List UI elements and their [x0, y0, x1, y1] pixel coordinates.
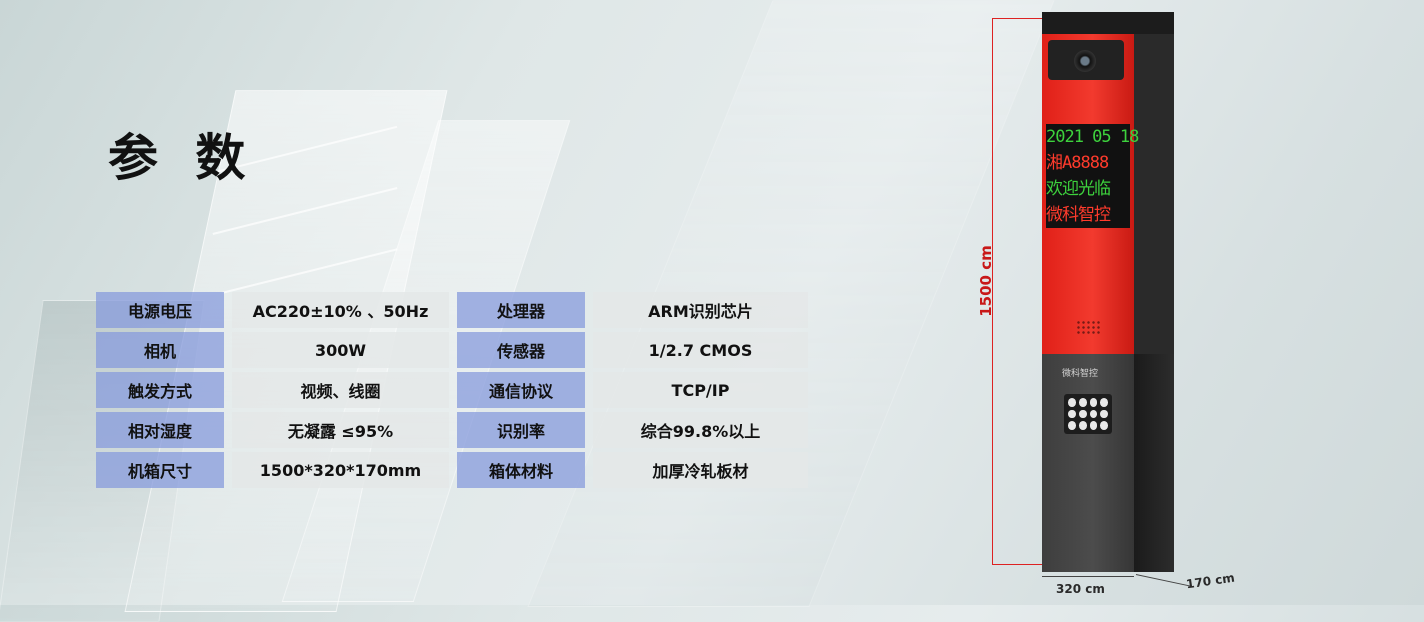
spec-label: 处理器	[457, 292, 585, 328]
width-dimension-label: 320 cm	[1056, 582, 1105, 596]
device-top-cap	[1042, 12, 1174, 34]
spec-label: 箱体材料	[457, 452, 585, 488]
camera-lens-icon	[1074, 50, 1096, 72]
spec-label: 触发方式	[96, 372, 224, 408]
keypad-icon	[1064, 394, 1112, 434]
spec-label: 相对湿度	[96, 412, 224, 448]
spec-value: 1500*320*170mm	[232, 452, 449, 488]
spec-value: 视频、线圈	[232, 372, 449, 408]
spec-value: ARM识别芯片	[593, 292, 808, 328]
led-line-date: 2021 05 18	[1046, 127, 1139, 147]
led-line-plate: 湘A8888	[1046, 153, 1109, 173]
spec-value: 1/2.7 CMOS	[593, 332, 808, 368]
table-row: 相机 300W 传感器 1/2.7 CMOS	[96, 332, 808, 368]
spec-value: 综合99.8%以上	[593, 412, 808, 448]
spec-value: 无凝露 ≤95%	[232, 412, 449, 448]
spec-value: AC220±10% 、50Hz	[232, 292, 449, 328]
table-row: 电源电压 AC220±10% 、50Hz 处理器 ARM识别芯片	[96, 292, 808, 328]
spec-label: 机箱尺寸	[96, 452, 224, 488]
width-dimension-line	[1042, 576, 1134, 577]
spec-value: 300W	[232, 332, 449, 368]
table-row: 触发方式 视频、线圈 通信协议 TCP/IP	[96, 372, 808, 408]
page-title: 参 数	[108, 129, 256, 187]
spec-label: 通信协议	[457, 372, 585, 408]
dimension-tick	[992, 564, 1042, 565]
table-row: 机箱尺寸 1500*320*170mm 箱体材料 加厚冷轧板材	[96, 452, 808, 488]
spec-label: 电源电压	[96, 292, 224, 328]
led-line-brand: 微科智控	[1046, 205, 1111, 225]
dimension-tick	[992, 18, 1042, 19]
device-red-side	[1134, 34, 1174, 354]
spec-label: 识别率	[457, 412, 585, 448]
device-lower-panel	[1042, 354, 1134, 572]
led-display: 2021 05 18 湘A8888 欢迎光临 微科智控	[1046, 124, 1139, 228]
spec-label: 传感器	[457, 332, 585, 368]
height-dimension-line	[992, 18, 993, 564]
device-logo: 微科智控	[1062, 369, 1099, 379]
spec-label: 相机	[96, 332, 224, 368]
height-dimension-label: 1500 cm	[976, 245, 995, 317]
spec-table: 电源电压 AC220±10% 、50Hz 处理器 ARM识别芯片 相机 300W…	[96, 288, 808, 492]
speaker-grille-icon	[1076, 320, 1100, 336]
spec-value: 加厚冷轧板材	[593, 452, 808, 488]
led-line-welcome: 欢迎光临	[1046, 179, 1111, 199]
table-row: 相对湿度 无凝露 ≤95% 识别率 综合99.8%以上	[96, 412, 808, 448]
parking-terminal-device: 2021 05 18 湘A8888 欢迎光临 微科智控 微科智控	[1042, 12, 1174, 572]
spec-value: TCP/IP	[593, 372, 808, 408]
